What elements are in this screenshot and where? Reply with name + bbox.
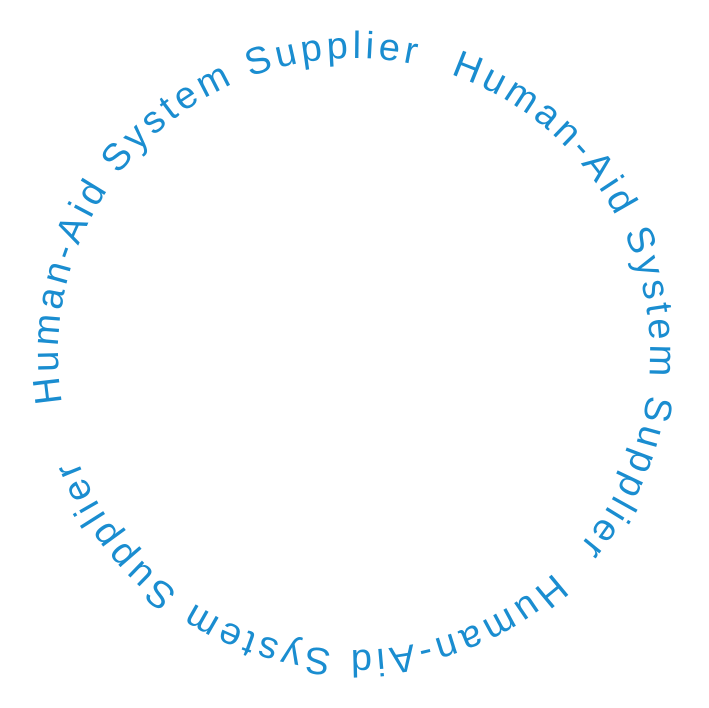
text-segment-1: Human-Aid System Supplier — [0, 10, 472, 409]
text-segment-2: Human-Aid System Supplier — [441, 15, 709, 580]
text-segment-3: Human-Aid System Supplier — [45, 381, 583, 708]
